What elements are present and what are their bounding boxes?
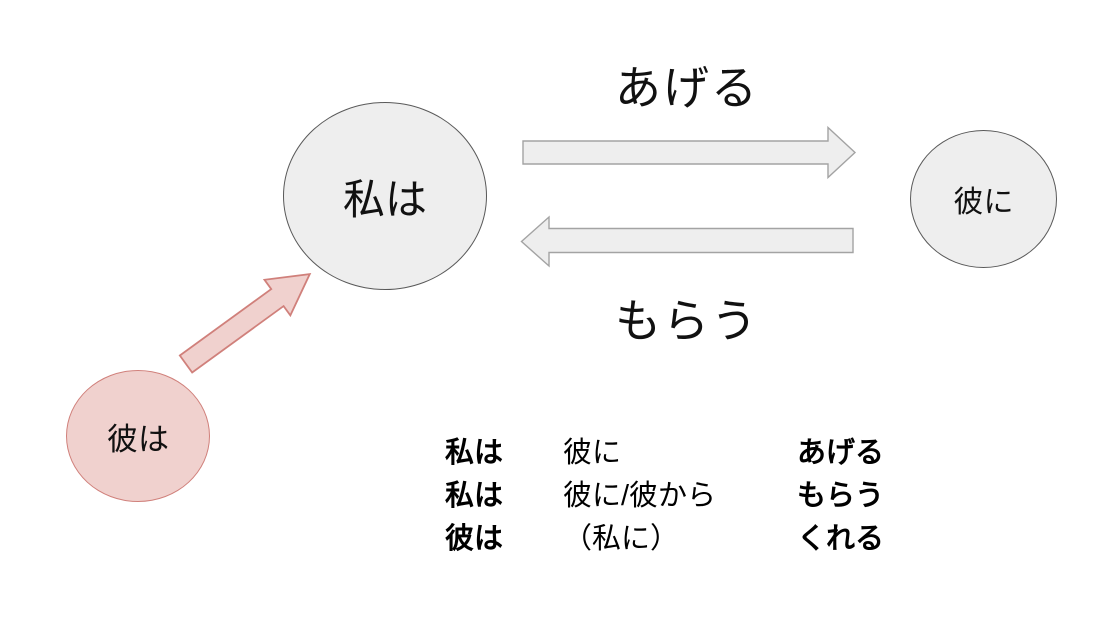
give-verb-label: あげる — [615, 62, 759, 114]
kureru-arrow-diagonal-icon — [178, 272, 312, 374]
receive-verb-label: もらう — [615, 295, 759, 347]
table-cell-verb: くれる — [797, 523, 885, 555]
table-cell-object: 彼に — [563, 437, 622, 469]
node-kare-wa-label: 彼は — [107, 421, 169, 457]
table-cell-verb: あげる — [797, 437, 885, 469]
table-cell-object: （私に） — [563, 523, 680, 555]
node-watashi-label: 私は — [342, 175, 427, 223]
table-cell-subject: 彼は — [445, 523, 504, 555]
node-watashi: 私は — [283, 102, 487, 290]
receive-arrow-left-icon — [520, 215, 854, 268]
table-cell-verb: もらう — [797, 480, 885, 512]
node-kare-wa: 彼は — [66, 370, 210, 502]
give-arrow-right-icon — [522, 125, 857, 180]
table-cell-subject: 私は — [445, 437, 504, 469]
table-cell-object: 彼に/彼から — [563, 480, 717, 512]
node-kare-ni-label: 彼に — [953, 186, 1014, 219]
table-cell-subject: 私は — [445, 480, 504, 512]
node-kare-ni: 彼に — [910, 130, 1057, 268]
grammar-table: 私は 彼に あげる 私は 彼に/彼から もらう 彼は （私に） くれる — [445, 432, 884, 561]
